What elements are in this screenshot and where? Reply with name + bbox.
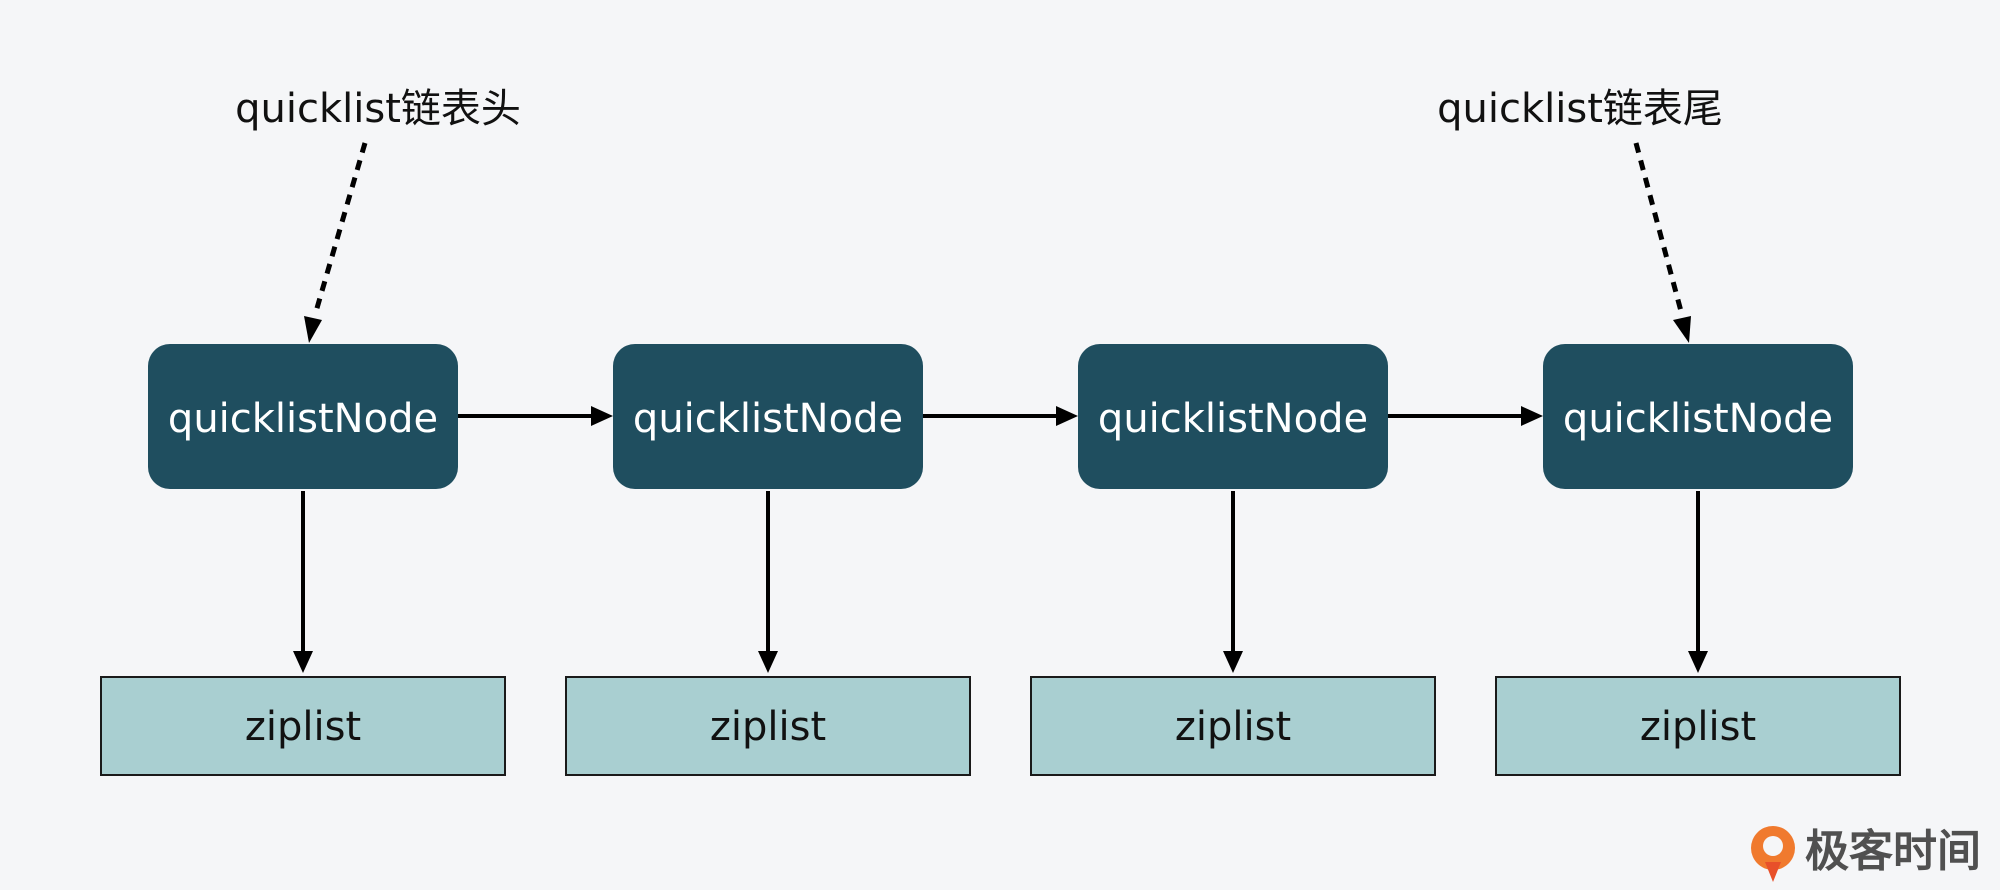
ziplist-box: ziplist — [565, 676, 971, 776]
quicklist-node-label: quicklistNode — [633, 396, 903, 442]
head-pointer-arrowhead — [304, 316, 322, 343]
geektime-logo-icon — [1751, 826, 1795, 882]
quicklist-node: quicklistNode — [1078, 344, 1388, 489]
ziplist-pointer-arrowhead — [293, 651, 313, 673]
next-arrowhead — [1056, 406, 1078, 426]
ziplist-pointer-arrowhead — [758, 651, 778, 673]
next-arrowhead — [591, 406, 613, 426]
ziplist-label: ziplist — [1640, 704, 1756, 750]
quicklist-node-label: quicklistNode — [1563, 396, 1833, 442]
ziplist-box: ziplist — [100, 676, 506, 776]
ziplist-box: ziplist — [1030, 676, 1436, 776]
ziplist-label: ziplist — [245, 704, 361, 750]
quicklist-node: quicklistNode — [613, 344, 923, 489]
tail-label: quicklist链表尾 — [1437, 86, 1723, 132]
ziplist-pointer-arrowhead — [1223, 651, 1243, 673]
ziplist-label: ziplist — [1175, 704, 1291, 750]
head-label: quicklist链表头 — [235, 86, 521, 132]
quicklist-node-label: quicklistNode — [168, 396, 438, 442]
ziplist-box: ziplist — [1495, 676, 1901, 776]
quicklist-node: quicklistNode — [148, 344, 458, 489]
next-arrowhead — [1521, 406, 1543, 426]
ziplist-pointer-arrowhead — [1688, 651, 1708, 673]
brand-watermark: 极客时间 — [1805, 826, 1981, 877]
quicklist-node: quicklistNode — [1543, 344, 1853, 489]
ziplist-label: ziplist — [710, 704, 826, 750]
tail-pointer-arrowhead — [1673, 316, 1691, 343]
tail-pointer-arrow — [1633, 142, 1685, 316]
head-pointer-arrow — [312, 142, 368, 316]
quicklist-node-label: quicklistNode — [1098, 396, 1368, 442]
